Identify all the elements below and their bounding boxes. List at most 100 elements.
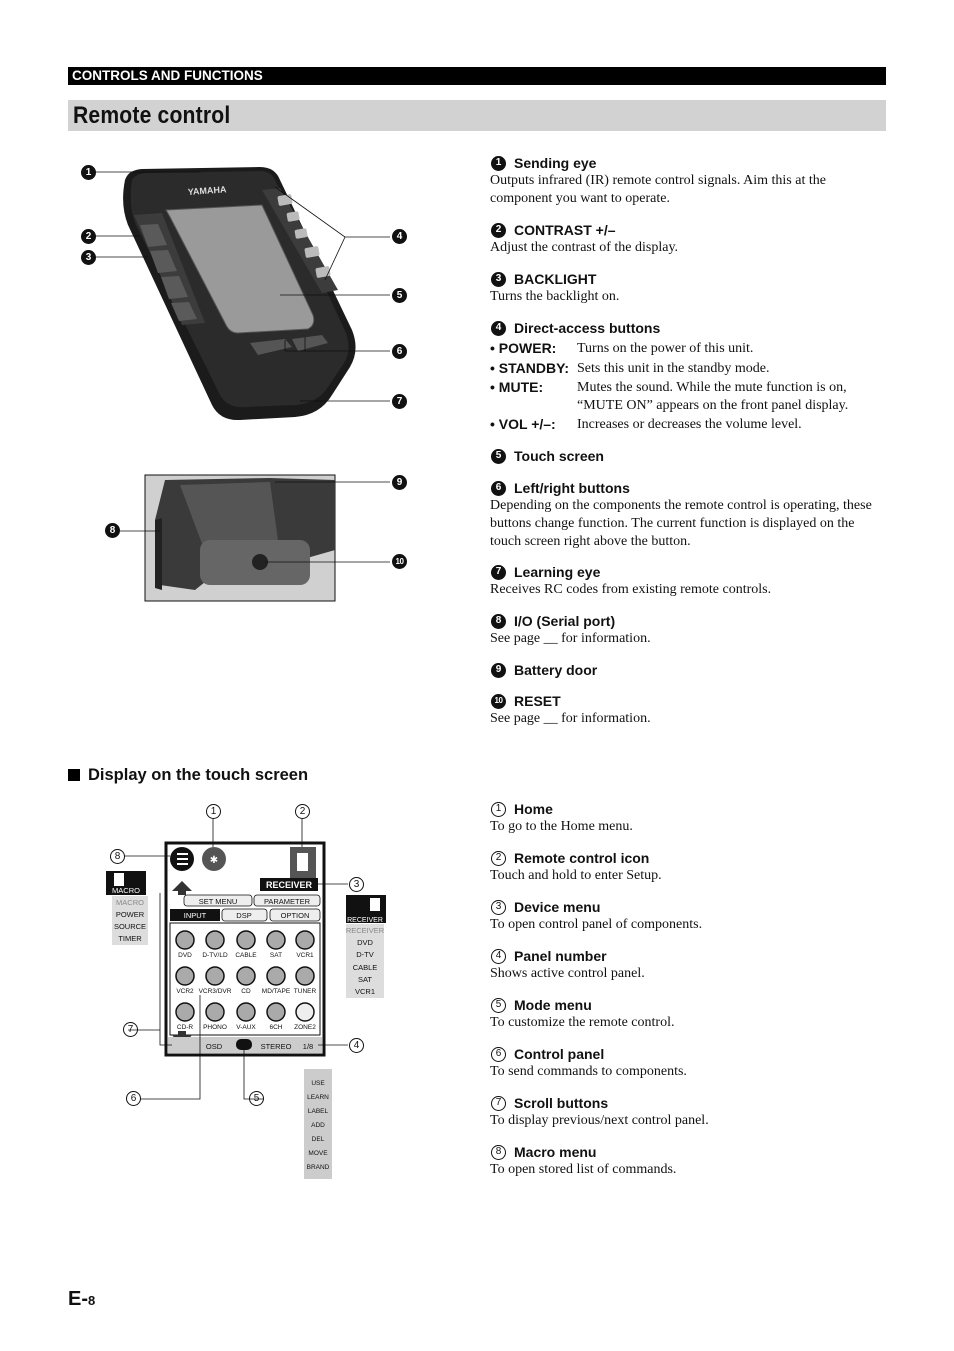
- touch-callout-1: 1: [206, 804, 221, 819]
- panel-button: [266, 966, 286, 986]
- direct-access-standby: • STANDBY:Sets this unit in the standby …: [490, 359, 770, 376]
- item-desc: Touch and hold to enter Setup.: [490, 868, 662, 883]
- receiver-list-item: VCR1: [355, 987, 375, 996]
- serial-port: [155, 518, 162, 590]
- panel-button-label: VCR2: [176, 988, 194, 995]
- item-desc: To send commands to components.: [490, 1064, 687, 1079]
- panel-button-label: V-AUX: [236, 1024, 256, 1031]
- item-label: Scroll buttons: [514, 1095, 609, 1111]
- scroll-up-icon: [172, 881, 192, 895]
- item-label: RESET: [514, 693, 561, 709]
- mode-list-item: DEL: [312, 1136, 325, 1143]
- right-strip: [262, 188, 338, 293]
- left-strip-button: [161, 276, 188, 299]
- tab-option-label: OPTION: [281, 911, 310, 920]
- panel-button: [205, 930, 225, 950]
- panel-button-label: ZONE2: [294, 1024, 316, 1031]
- panel-button: [175, 1002, 195, 1022]
- touch-screen-illustration: ✱ RECEIVER SET MENU PARAMETER INPUT DSP …: [106, 819, 386, 1179]
- item-desc: Shows active control panel.: [490, 966, 645, 981]
- device-menu-label: RECEIVER: [266, 880, 313, 890]
- svg-text:✱: ✱: [210, 855, 218, 866]
- direct-access-vol: • VOL +/–:Increases or decreases the vol…: [490, 416, 802, 432]
- item-label: Home: [514, 801, 553, 817]
- mode-list-item: LABEL: [308, 1108, 329, 1115]
- panel-button-label: VCR1: [296, 952, 314, 959]
- left-strip-button: [171, 302, 197, 321]
- panel-number: 1/8: [303, 1042, 313, 1051]
- standby-button: [286, 211, 300, 222]
- section-header-bar: CONTROLS AND FUNCTIONS: [68, 67, 886, 85]
- item-desc: To open control panel of components.: [490, 917, 703, 932]
- panel-button: [295, 1002, 315, 1022]
- mute-button: [294, 228, 308, 239]
- mode-list-item: BRAND: [307, 1164, 330, 1171]
- panel-button-label: TUNER: [294, 988, 317, 995]
- panel-button: [236, 966, 256, 986]
- receiver-list-item: DVD: [357, 938, 373, 947]
- mode-list-item: USE: [311, 1080, 325, 1087]
- item-desc: Turns the backlight on.: [490, 289, 620, 304]
- home-icon: [202, 847, 226, 871]
- backlight-button: [150, 250, 177, 273]
- macro-popup-header: [106, 871, 146, 895]
- item-label: CONTRAST +/–: [514, 222, 616, 238]
- tab-set-menu: [183, 894, 253, 907]
- panel-button: [295, 930, 315, 950]
- panel-button-label: D-TV/LD: [202, 952, 228, 959]
- touch-callout-3: 3: [349, 877, 364, 892]
- status-stereo: STEREO: [261, 1042, 292, 1051]
- panel-button: [175, 966, 195, 986]
- item-desc: Adjust the contrast of the display.: [490, 240, 679, 255]
- item-label: Left/right buttons: [514, 480, 630, 496]
- receiver-list-item: SAT: [358, 975, 372, 984]
- mode-list-item: LEARN: [307, 1094, 329, 1101]
- item-desc: To display previous/next control panel.: [490, 1113, 709, 1128]
- macro-list-item: POWER: [116, 910, 145, 919]
- title-bar: Remote control: [68, 100, 886, 131]
- panel-button-label: 6CH: [269, 1024, 282, 1031]
- touch-callout-2: 2: [295, 804, 310, 819]
- item-label: Direct-access buttons: [514, 320, 661, 336]
- receiver-list-item: D-TV: [356, 950, 374, 959]
- mode-menu-icon: [236, 1039, 252, 1050]
- tab-input-label: INPUT: [184, 911, 207, 920]
- touch-screen-area: [165, 204, 315, 334]
- item-desc: To open stored list of commands.: [490, 1162, 677, 1177]
- item-label: Remote control icon: [514, 850, 650, 866]
- direct-access-power: • POWER:Turns on the power of this unit.: [490, 340, 754, 356]
- receiver-list-item: RECEIVER: [346, 926, 385, 935]
- touch-callout-6: 6: [126, 1091, 141, 1106]
- macro-list-item: SOURCE: [114, 922, 146, 931]
- panel-button-label: DVD: [178, 952, 192, 959]
- panel-button: [205, 1002, 225, 1022]
- mode-popup-list: USE LEARN LABEL ADD DEL MOVE BRAND: [304, 1069, 332, 1179]
- tab-input: [170, 909, 220, 921]
- tab-dsp-label: DSP: [236, 911, 251, 920]
- mode-list-item: MOVE: [308, 1150, 328, 1157]
- page-title: Remote control: [73, 102, 231, 129]
- receiver-popup-title: RECEIVER: [347, 917, 383, 924]
- item-desc: See page __ for information.: [490, 631, 651, 646]
- vol-down-button: [315, 266, 331, 278]
- left-button: [250, 339, 292, 355]
- callout-5: 5: [392, 288, 407, 303]
- section-square-icon: [68, 769, 80, 781]
- brand-logo: YAMAHA: [187, 184, 227, 197]
- tab-parameter-label: PARAMETER: [264, 897, 311, 906]
- section-header-label: CONTROLS AND FUNCTIONS: [72, 68, 263, 83]
- item-desc: Outputs infrared (IR) remote control sig…: [490, 173, 826, 206]
- panel-button-label: CD-R: [177, 1024, 194, 1031]
- macro-popup-title: MACRO: [112, 886, 140, 895]
- contrast-button: [140, 224, 167, 247]
